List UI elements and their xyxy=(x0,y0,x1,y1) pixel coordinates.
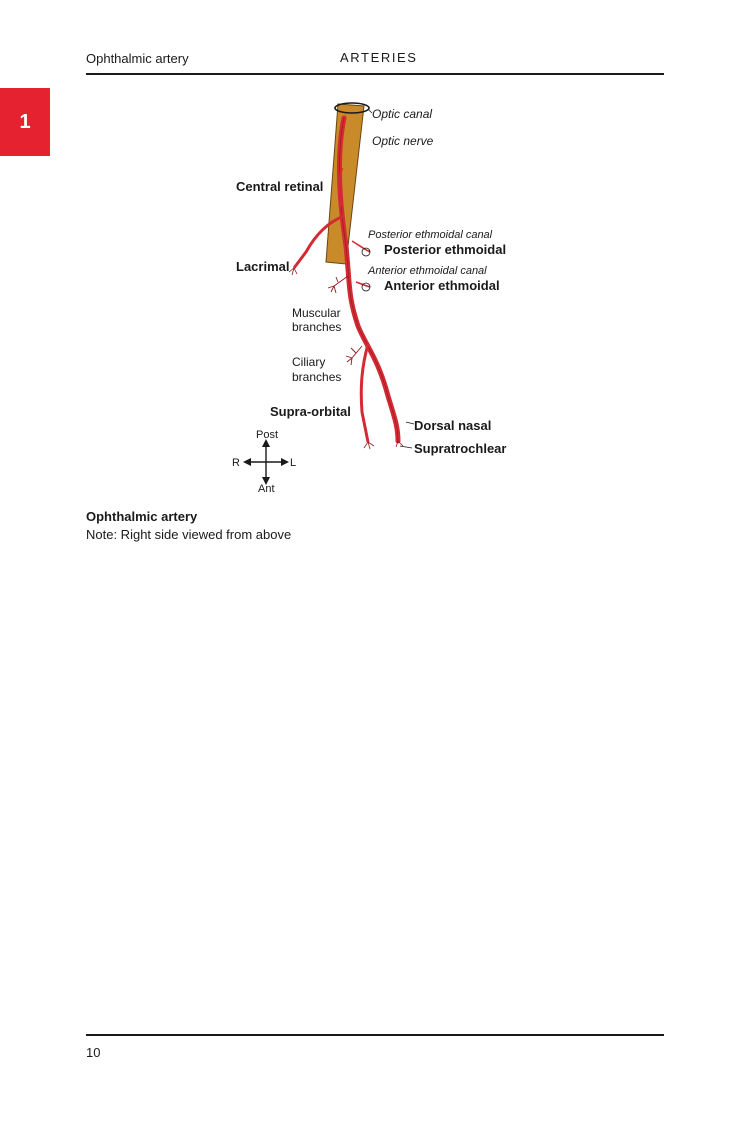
posterior-ethmoidal-canal-mark xyxy=(361,247,371,257)
label-anterior-ethmoidal-canal: Anterior ethmoidal canal xyxy=(367,265,487,277)
supratrochlear-leader xyxy=(399,445,413,449)
compass-arrow-right-icon xyxy=(281,458,289,466)
label-lacrimal: Lacrimal xyxy=(236,259,289,274)
optic-canal-leader xyxy=(368,109,373,114)
label-muscular-line2: branches xyxy=(292,320,341,334)
label-posterior-ethmoidal-canal: Posterior ethmoidal canal xyxy=(368,229,493,241)
supra-orbital-artery xyxy=(359,343,370,443)
caption-note: Note: Right side viewed from above xyxy=(86,527,292,542)
label-dorsal-nasal: Dorsal nasal xyxy=(414,418,491,433)
label-posterior-ethmoidal: Posterior ethmoidal xyxy=(384,242,506,257)
dorsal-nasal-twigs xyxy=(395,440,404,448)
compass-arrow-down-icon xyxy=(262,477,270,485)
lacrimal-twigs xyxy=(288,267,298,276)
caption-title: Ophthalmic artery xyxy=(86,509,198,524)
compass-l: L xyxy=(290,457,296,469)
running-head: Ophthalmic artery ARTERIES xyxy=(86,50,664,71)
anterior-ethmoidal-canal-mark xyxy=(361,282,371,292)
label-ciliary-line2: branches xyxy=(292,370,341,384)
label-anterior-ethmoidal: Anterior ethmoidal xyxy=(384,278,500,293)
supra-orbital-twigs xyxy=(363,441,375,450)
label-optic-canal: Optic canal xyxy=(372,107,432,121)
compass-arrow-left-icon xyxy=(243,458,251,466)
anterior-ethmoidal-artery xyxy=(355,281,371,288)
running-head-chapter: ARTERIES xyxy=(340,50,418,65)
label-optic-nerve: Optic nerve xyxy=(372,134,434,148)
orientation-compass: Post Ant R L xyxy=(232,429,296,495)
posterior-ethmoidal-artery xyxy=(351,240,371,253)
lacrimal-artery xyxy=(292,214,345,269)
footer-rule xyxy=(86,1034,664,1036)
ophthalmic-artery-figure: Optic canal Optic nerve Central retinal … xyxy=(220,96,540,498)
label-muscular-line1: Muscular xyxy=(292,306,341,320)
compass-arrow-up-icon xyxy=(262,439,270,447)
chapter-tab: 1 xyxy=(0,88,50,156)
ciliary-branches xyxy=(345,345,363,366)
chapter-tab-number: 1 xyxy=(19,111,31,133)
compass-ant: Ant xyxy=(258,483,275,495)
compass-post: Post xyxy=(256,429,278,441)
label-central-retinal: Central retinal xyxy=(236,179,323,194)
muscular-branches xyxy=(327,275,349,294)
page-number: 10 xyxy=(86,1045,101,1060)
header-rule xyxy=(86,73,664,75)
figure-caption: Ophthalmic artery Note: Right side viewe… xyxy=(86,508,646,544)
label-supra-orbital: Supra-orbital xyxy=(270,404,351,419)
dorsal-nasal-leader xyxy=(405,421,415,425)
central-retinal-artery xyxy=(337,167,344,207)
running-head-section: Ophthalmic artery xyxy=(86,51,189,66)
label-supratrochlear: Supratrochlear xyxy=(414,441,506,456)
label-ciliary-line1: Ciliary xyxy=(292,355,325,369)
ophthalmic-artery-illustration: Optic canal Optic nerve Central retinal … xyxy=(232,102,506,495)
optic-canal-ring xyxy=(334,102,370,114)
compass-r: R xyxy=(232,457,240,469)
